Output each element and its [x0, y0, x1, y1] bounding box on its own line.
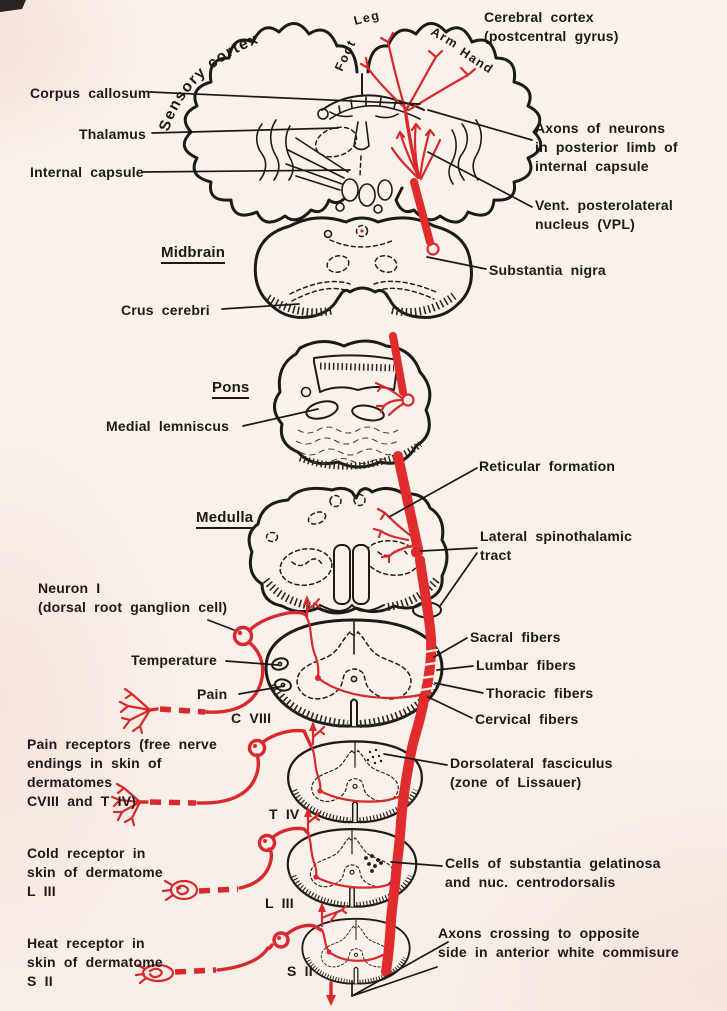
- dorsal-root-ganglion-sii: [272, 931, 290, 949]
- pons-red-branches: [374, 381, 415, 417]
- label-thalamus: Thalamus: [79, 126, 146, 142]
- label-level-liii: L III: [265, 895, 294, 911]
- afferent-neuron-cviii: [118, 595, 426, 735]
- label-pons: Pons: [212, 378, 250, 399]
- label-vpl: Vent. posterolateral nucleus (VPL): [535, 197, 673, 232]
- septum-third-ventricle: [353, 121, 370, 177]
- label-axons-crossing: Axons crossing to opposite side in anter…: [438, 925, 680, 960]
- tract-marker-pons: [401, 393, 415, 407]
- label-level-sii: S II: [287, 963, 313, 979]
- leg-label: Leg: [352, 8, 381, 28]
- label-heat-receptor: Heat receptor in skin of dermatome S II: [27, 935, 163, 989]
- label-sacral-fibers: Sacral fibers: [470, 629, 561, 645]
- cold-receptor-bulb: [161, 879, 199, 902]
- cord-section-cviii: [266, 620, 442, 726]
- midbrain-section: [253, 216, 473, 319]
- medial-lemniscus-left: [305, 400, 339, 420]
- label-pain-receptors: Pain receptors (free nerve endings in sk…: [27, 736, 217, 809]
- dorsal-root-ganglion-tiv: [247, 738, 267, 758]
- label-axons-posterior-limb: Axons of neurons in posterior limb of in…: [535, 120, 678, 174]
- label-medulla: Medulla: [196, 508, 254, 529]
- medulla-section: [247, 486, 449, 615]
- crus-hatch-right: [391, 292, 457, 317]
- leader-lines: [141, 91, 533, 997]
- label-cold-receptor: Cold receptor in skin of dermatome L III: [27, 845, 163, 899]
- label-cells-substantia-gelatinosa: Cells of substantia gelatinosa and nuc. …: [445, 855, 661, 890]
- lissauer-zone-dots: [366, 748, 383, 765]
- cviii-rootlet-rings: [271, 657, 292, 692]
- free-nerve-ending-cviii: [118, 687, 159, 735]
- label-neuron-i: Neuron I (dorsal root ganglion cell): [38, 580, 228, 615]
- substantia-gelatinosa-dots: [364, 854, 383, 873]
- label-corpus-callosum: Corpus callosum: [30, 85, 151, 101]
- free-nerve-ending-tiv: [110, 782, 149, 827]
- spinothalamic-tract-band: [381, 178, 439, 977]
- olive-left: [279, 548, 333, 586]
- heat-receptor-bulb: [134, 963, 175, 985]
- label-temperature: Temperature: [131, 652, 217, 668]
- label-pain: Pain: [197, 686, 228, 702]
- label-internal-capsule: Internal capsule: [30, 164, 144, 180]
- label-dorsolateral-fasciculus: Dorsolateral fasciculus (zone of Lissaue…: [450, 755, 613, 790]
- afferent-neuron-sii: [134, 902, 385, 1006]
- label-thoracic-fibers: Thoracic fibers: [486, 685, 594, 701]
- medial-lemniscus-right: [351, 404, 385, 422]
- label-cerebral-cortex: Cerebral cortex (postcentral gyrus): [484, 9, 619, 44]
- label-cervical-fibers: Cervical fibers: [475, 711, 579, 727]
- tract-exit-medulla: [411, 546, 423, 558]
- label-lumbar-fibers: Lumbar fibers: [476, 657, 576, 673]
- pyramid-left: [333, 544, 351, 605]
- pons-section: [273, 339, 432, 470]
- label-medial-lemniscus: Medial lemniscus: [106, 418, 230, 434]
- aqueduct-dot: [360, 229, 364, 233]
- label-crus-cerebri: Crus cerebri: [121, 302, 210, 318]
- label-substantia-nigra: Substantia nigra: [489, 262, 606, 278]
- insula-squiggles: [255, 119, 483, 185]
- dorsal-root-ganglion-cviii: [232, 625, 254, 647]
- basal-structures: [329, 111, 399, 214]
- label-level-cviii: C VIII: [231, 710, 272, 726]
- internal-capsule-fan: [285, 137, 349, 191]
- dorsal-root-ganglion-liii: [257, 833, 277, 853]
- scan-artifact: [0, 0, 26, 12]
- label-reticular-formation: Reticular formation: [479, 458, 616, 474]
- label-level-tiv: T IV: [269, 806, 300, 822]
- label-midbrain: Midbrain: [161, 243, 226, 264]
- afferent-neuron-liii: [161, 807, 398, 902]
- afferent-neuron-tiv: [110, 721, 403, 827]
- thalamocortical-red-fibers: [359, 31, 477, 181]
- pyramid-right: [352, 544, 370, 605]
- label-lateral-spinothalamic-tract: Lateral spinothalamic tract: [480, 528, 633, 563]
- medulla-red-branches: [372, 507, 414, 564]
